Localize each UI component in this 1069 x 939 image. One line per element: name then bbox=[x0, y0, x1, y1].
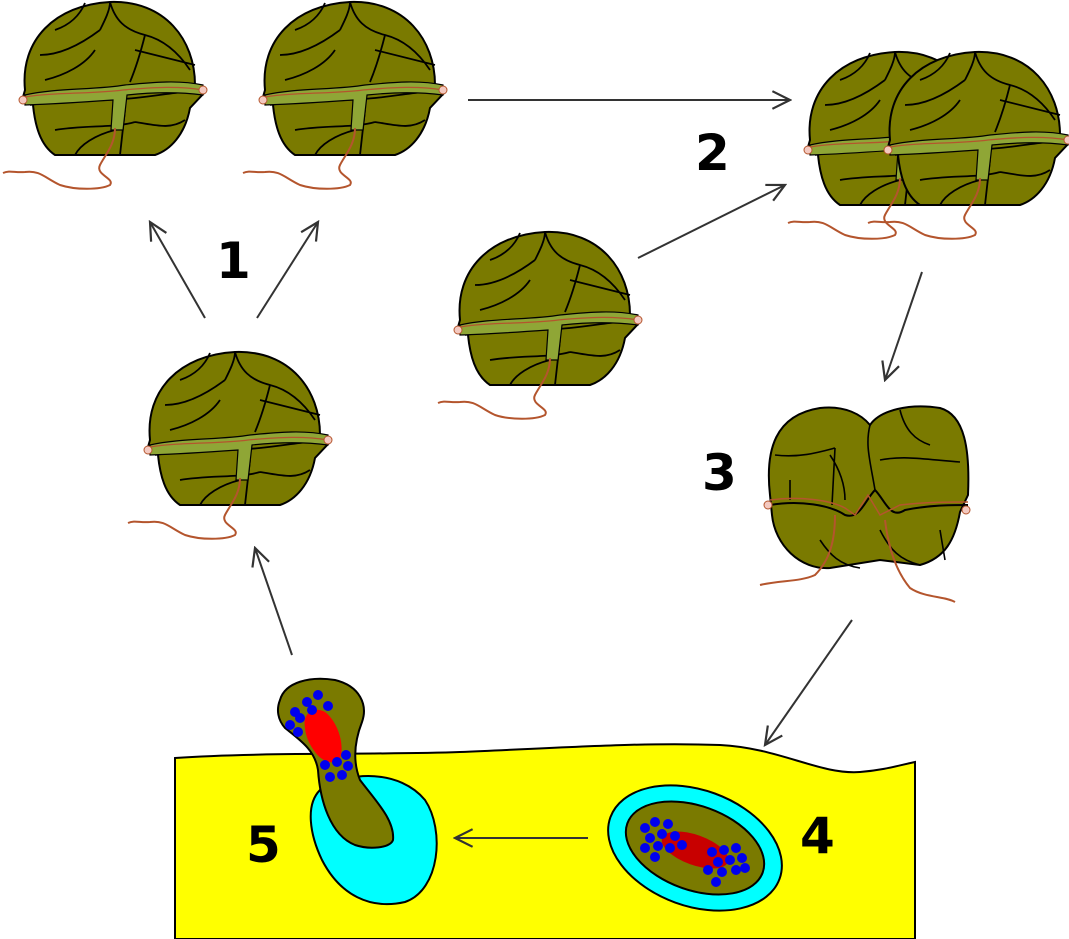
arrow-germination-to-cell bbox=[255, 548, 292, 655]
arrow-gametes-to-zygote bbox=[885, 272, 922, 380]
arrow-center-to-gametes bbox=[638, 185, 785, 258]
step-label-5: 5 bbox=[246, 816, 281, 874]
step-label-2: 2 bbox=[695, 124, 730, 182]
dinoflagellate-cell-center bbox=[438, 232, 642, 419]
dinoflagellate-cell-parent bbox=[128, 352, 332, 539]
arrow-zygote-to-cyst bbox=[765, 620, 852, 745]
step-label-4: 4 bbox=[800, 807, 835, 865]
step-label-1: 1 bbox=[216, 232, 251, 290]
gamete-pair bbox=[788, 52, 1069, 239]
planozygote bbox=[760, 406, 970, 602]
arrow-to-top-left-cell bbox=[150, 222, 205, 318]
dinoflagellate-cell-top-left bbox=[3, 2, 207, 189]
arrow-to-top-middle-cell bbox=[257, 222, 318, 318]
step-label-3: 3 bbox=[702, 444, 737, 502]
dinoflagellate-cell-top-middle bbox=[243, 2, 447, 189]
